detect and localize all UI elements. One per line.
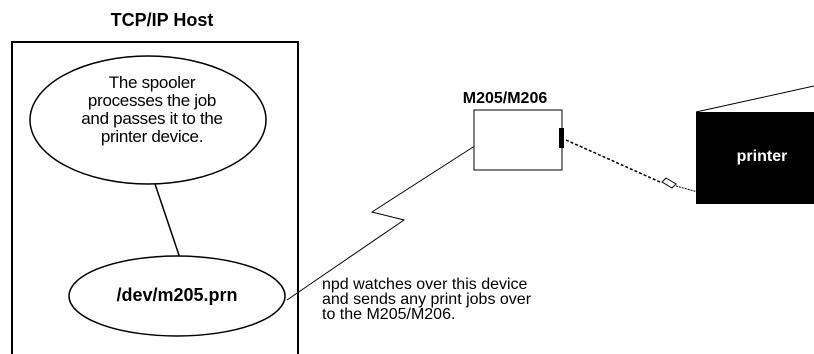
print-server-title: M205/M206 <box>462 90 548 107</box>
network-link <box>286 139 485 301</box>
print-server-port <box>559 128 564 148</box>
note-line: npd watches over this device <box>322 276 528 293</box>
device-file-label: /dev/m205.prn <box>116 285 238 305</box>
device-file-ellipse <box>68 255 286 337</box>
npd-note: npd watches over this device and sends a… <box>322 276 532 323</box>
spooler-line: processes the job <box>87 91 217 110</box>
printer-label: printer <box>736 148 788 165</box>
spooler-description: The spooler processes the job and passes… <box>40 74 264 146</box>
spooler-line: printer device. <box>100 127 204 146</box>
spooler-ellipse <box>29 55 267 185</box>
spooler-line: The spooler <box>108 73 196 92</box>
note-line: to the M205/M206. <box>322 306 456 323</box>
spooler-line: and passes it to the <box>81 109 223 128</box>
connector-plug <box>675 185 699 193</box>
host-box <box>11 41 299 354</box>
host-title: TCP/IP Host <box>110 10 214 30</box>
note-line: and sends any print jobs over <box>322 291 532 308</box>
printer-body <box>696 112 814 204</box>
printer-top <box>695 85 814 113</box>
print-server-box <box>473 109 563 171</box>
printer-cable <box>565 139 661 183</box>
cable-connector <box>661 177 677 189</box>
